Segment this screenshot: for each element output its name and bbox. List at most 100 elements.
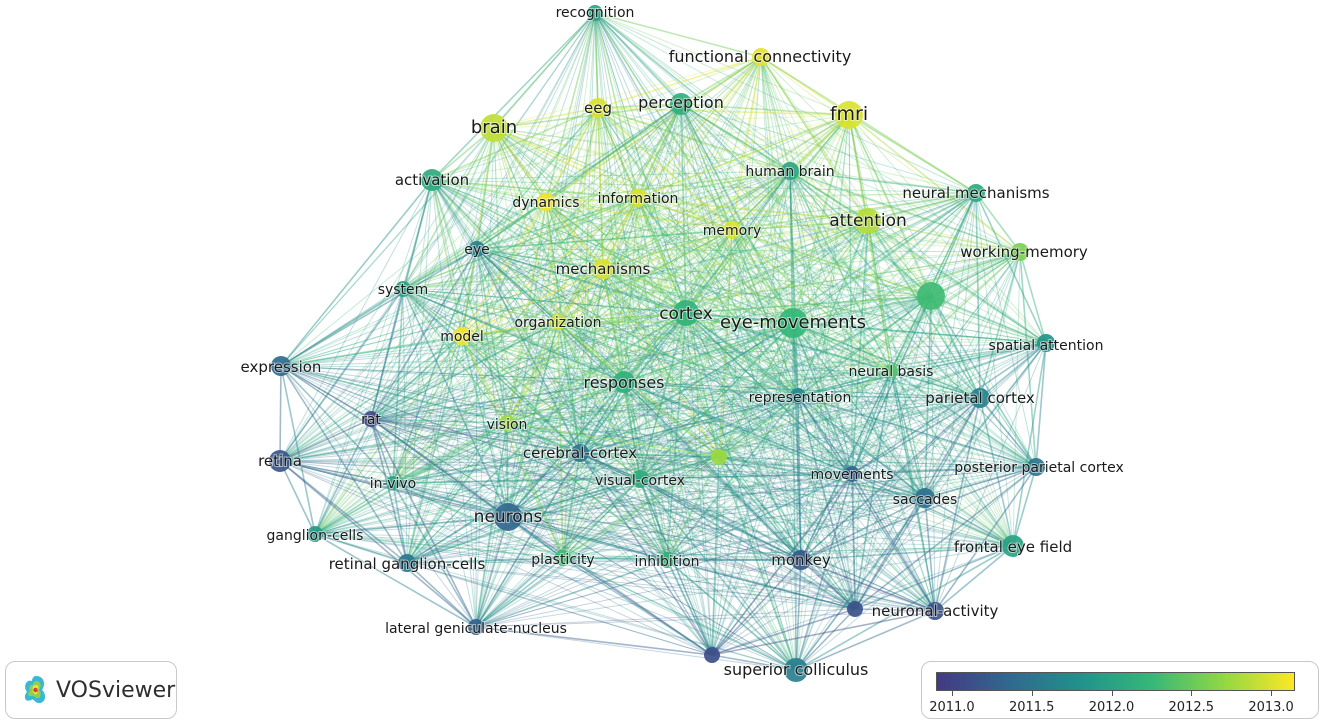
node-eye[interactable] xyxy=(469,241,485,257)
node-label-parietal-cortex[interactable]: parietal cortex xyxy=(924,388,1036,408)
node-rat[interactable] xyxy=(363,411,379,427)
node-label-ganglion-cells[interactable]: ganglion-cells xyxy=(266,527,365,545)
node-label-posterior-parietal-cortex[interactable]: posterior parietal cortex xyxy=(953,459,1125,477)
node-label-responses[interactable]: responses xyxy=(582,372,665,393)
node-label-cerebral-cortex[interactable]: cerebral-cortex xyxy=(522,443,638,463)
node-neurons[interactable] xyxy=(494,503,522,531)
node-label-cortex[interactable]: cortex xyxy=(658,303,714,325)
node-label-recognition[interactable]: recognition xyxy=(555,4,636,22)
link xyxy=(506,321,559,424)
node-label-dynamics[interactable]: dynamics xyxy=(511,194,580,212)
node-parietal-cortex[interactable] xyxy=(970,388,990,408)
node-lateral-geniculate-nucleus[interactable] xyxy=(468,619,484,635)
node-perception[interactable] xyxy=(670,93,692,115)
node-posterior-parietal-cortex[interactable] xyxy=(1027,458,1045,476)
node-label-attention[interactable]: attention xyxy=(828,210,908,232)
node-dynamics[interactable] xyxy=(537,193,555,211)
node-label-in-vivo[interactable]: in-vivo xyxy=(369,475,417,493)
node-retina[interactable] xyxy=(269,450,291,472)
node-neuronal-activity[interactable] xyxy=(926,602,944,620)
node-label-activation[interactable]: activation xyxy=(394,170,470,190)
node-spatial-attention[interactable] xyxy=(1037,334,1055,352)
node-label-system[interactable]: system xyxy=(377,281,430,299)
node-label-functional-connectivity[interactable]: functional connectivity xyxy=(668,46,853,67)
node-label-monkey[interactable]: monkey xyxy=(770,550,832,570)
node-label-superior-colliculus[interactable]: superior colliculus xyxy=(723,659,870,680)
node-mechanisms[interactable] xyxy=(593,259,613,279)
node-label-neurons[interactable]: neurons xyxy=(473,506,544,528)
node-label-neural-basis[interactable]: neural basis xyxy=(848,363,935,381)
node-unlabeled-lime[interactable] xyxy=(711,449,727,465)
node-working-memory[interactable] xyxy=(1011,243,1029,261)
node-functional-connectivity[interactable] xyxy=(752,48,770,66)
node-representation[interactable] xyxy=(790,388,806,404)
node-label-perception[interactable]: perception xyxy=(637,92,725,113)
node-information[interactable] xyxy=(629,189,647,207)
node-frontal-eye-field[interactable] xyxy=(1002,535,1024,557)
node-label-neuronal-activity[interactable]: neuronal-activity xyxy=(871,601,1000,621)
node-label-eeg[interactable]: eeg xyxy=(583,98,613,118)
node-label-rat[interactable]: rat xyxy=(360,411,382,429)
node-cortex[interactable] xyxy=(673,300,699,326)
node-monkey[interactable] xyxy=(791,550,811,570)
node-superior-colliculus[interactable] xyxy=(784,658,808,682)
node-label-frontal-eye-field[interactable]: frontal eye field xyxy=(953,537,1073,557)
node-label-eye-movements[interactable]: eye-movements xyxy=(719,311,867,334)
node-plasticity[interactable] xyxy=(555,550,571,566)
node-label-inhibition[interactable]: inhibition xyxy=(633,553,700,571)
node-system[interactable] xyxy=(395,281,411,297)
node-ganglion-cells[interactable] xyxy=(307,526,323,542)
node-saccades[interactable] xyxy=(915,488,935,508)
node-movements[interactable] xyxy=(844,466,860,482)
node-unlabeled-violet[interactable] xyxy=(704,647,720,663)
node-label-brain[interactable]: brain xyxy=(470,116,518,139)
node-human-brain[interactable] xyxy=(781,162,799,180)
node-label-representation[interactable]: representation xyxy=(748,389,853,407)
node-label-spatial-attention[interactable]: spatial attention xyxy=(988,337,1105,355)
node-inhibition[interactable] xyxy=(659,552,675,568)
node-organization[interactable] xyxy=(550,314,566,330)
node-neural-mechanisms[interactable] xyxy=(967,184,985,202)
node-label-retinal-ganglion-cells[interactable]: retinal ganglion-cells xyxy=(328,554,487,574)
node-label-expression[interactable]: expression xyxy=(240,357,323,377)
node-fmri[interactable] xyxy=(835,101,863,129)
node-label-information[interactable]: information xyxy=(597,190,680,208)
node-model[interactable] xyxy=(453,327,471,345)
node-label-vision[interactable]: vision xyxy=(486,416,529,434)
node-label-organization[interactable]: organization xyxy=(513,314,602,332)
node-attention[interactable] xyxy=(855,208,881,234)
vosviewer-badge[interactable]: VOSviewer xyxy=(5,661,177,719)
node-recognition[interactable] xyxy=(587,5,603,21)
link xyxy=(507,452,581,518)
node-label-eye[interactable]: eye xyxy=(463,241,491,259)
node-label-plasticity[interactable]: plasticity xyxy=(530,551,595,569)
node-vision[interactable] xyxy=(499,415,515,431)
link xyxy=(314,533,1014,547)
node-label-model[interactable]: model xyxy=(439,328,485,346)
node-memory[interactable] xyxy=(723,221,741,239)
node-label-neural-mechanisms[interactable]: neural mechanisms xyxy=(901,183,1050,203)
node-label-saccades[interactable]: saccades xyxy=(892,491,959,509)
node-expression[interactable] xyxy=(271,356,291,376)
node-eeg[interactable] xyxy=(588,98,608,118)
node-label-lateral-geniculate-nucleus[interactable]: lateral geniculate-nucleus xyxy=(384,620,568,638)
node-label-human-brain[interactable]: human brain xyxy=(744,163,835,181)
node-neural-basis[interactable] xyxy=(884,364,898,378)
node-visual-cortex[interactable] xyxy=(631,470,649,488)
node-label-mechanisms[interactable]: mechanisms xyxy=(555,259,652,279)
node-brain[interactable] xyxy=(480,114,508,142)
node-label-movements[interactable]: movements xyxy=(809,466,894,484)
node-label-retina[interactable]: retina xyxy=(257,451,303,471)
node-label-working-memory[interactable]: working-memory xyxy=(959,242,1089,262)
node-label-fmri[interactable]: fmri xyxy=(829,102,869,126)
node-in-vivo[interactable] xyxy=(386,476,400,490)
node-activation[interactable] xyxy=(421,169,443,191)
node-unlabeled-purple[interactable] xyxy=(847,601,863,617)
node-responses[interactable] xyxy=(613,371,635,393)
node-label-visual-cortex[interactable]: visual-cortex xyxy=(594,472,686,490)
node-eye-movements[interactable] xyxy=(778,308,808,338)
node-label-memory[interactable]: memory xyxy=(702,222,763,240)
node-retinal-ganglion-cells[interactable] xyxy=(398,554,416,572)
node-unlabeled-green[interactable] xyxy=(917,282,945,310)
node-cerebral-cortex[interactable] xyxy=(571,444,589,462)
